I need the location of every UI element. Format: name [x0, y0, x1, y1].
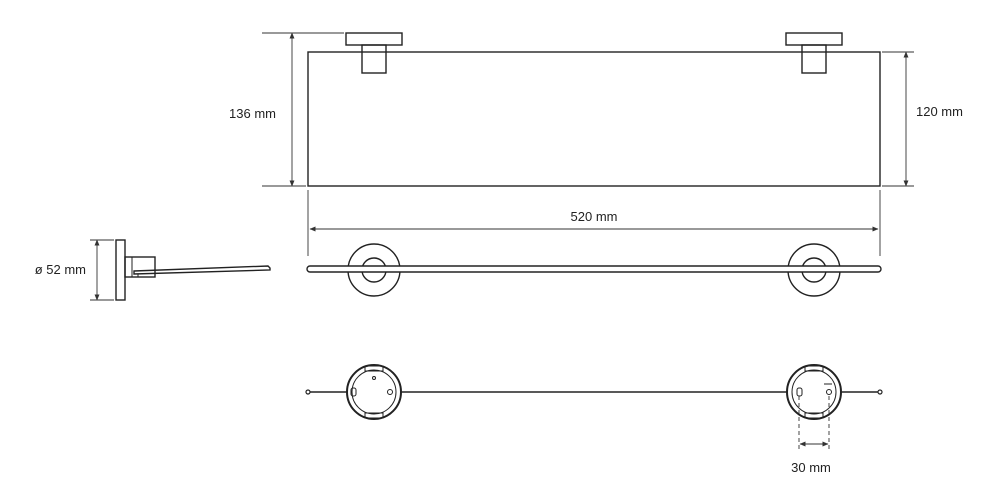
dimension-520: 520 mm	[307, 190, 881, 256]
dimension-hole-spacing: 30 mm	[791, 396, 831, 475]
bottom-view	[305, 364, 883, 420]
bracket-arm	[124, 256, 156, 278]
hole-spacing-label: 30 mm	[791, 460, 831, 475]
top-view	[306, 243, 882, 297]
bracket-left	[345, 32, 403, 74]
dimension-136: 136 mm	[229, 32, 344, 187]
dimension-diameter: ø 52 mm	[35, 239, 114, 301]
side-view	[115, 239, 271, 301]
front-view	[307, 32, 881, 187]
rosette-left-back	[346, 364, 402, 420]
rosette-right-back	[786, 364, 842, 420]
height-glass-label: 120 mm	[916, 104, 963, 119]
dimension-120: 120 mm	[882, 51, 963, 187]
height-total-label: 136 mm	[229, 106, 276, 121]
bracket-right	[785, 32, 843, 74]
glass-side	[133, 265, 271, 275]
width-label: 520 mm	[571, 209, 618, 224]
diameter-label: ø 52 mm	[35, 262, 86, 277]
shelf-edge-top	[306, 265, 882, 273]
wall-plate	[115, 239, 126, 301]
glass-panel	[307, 51, 881, 187]
